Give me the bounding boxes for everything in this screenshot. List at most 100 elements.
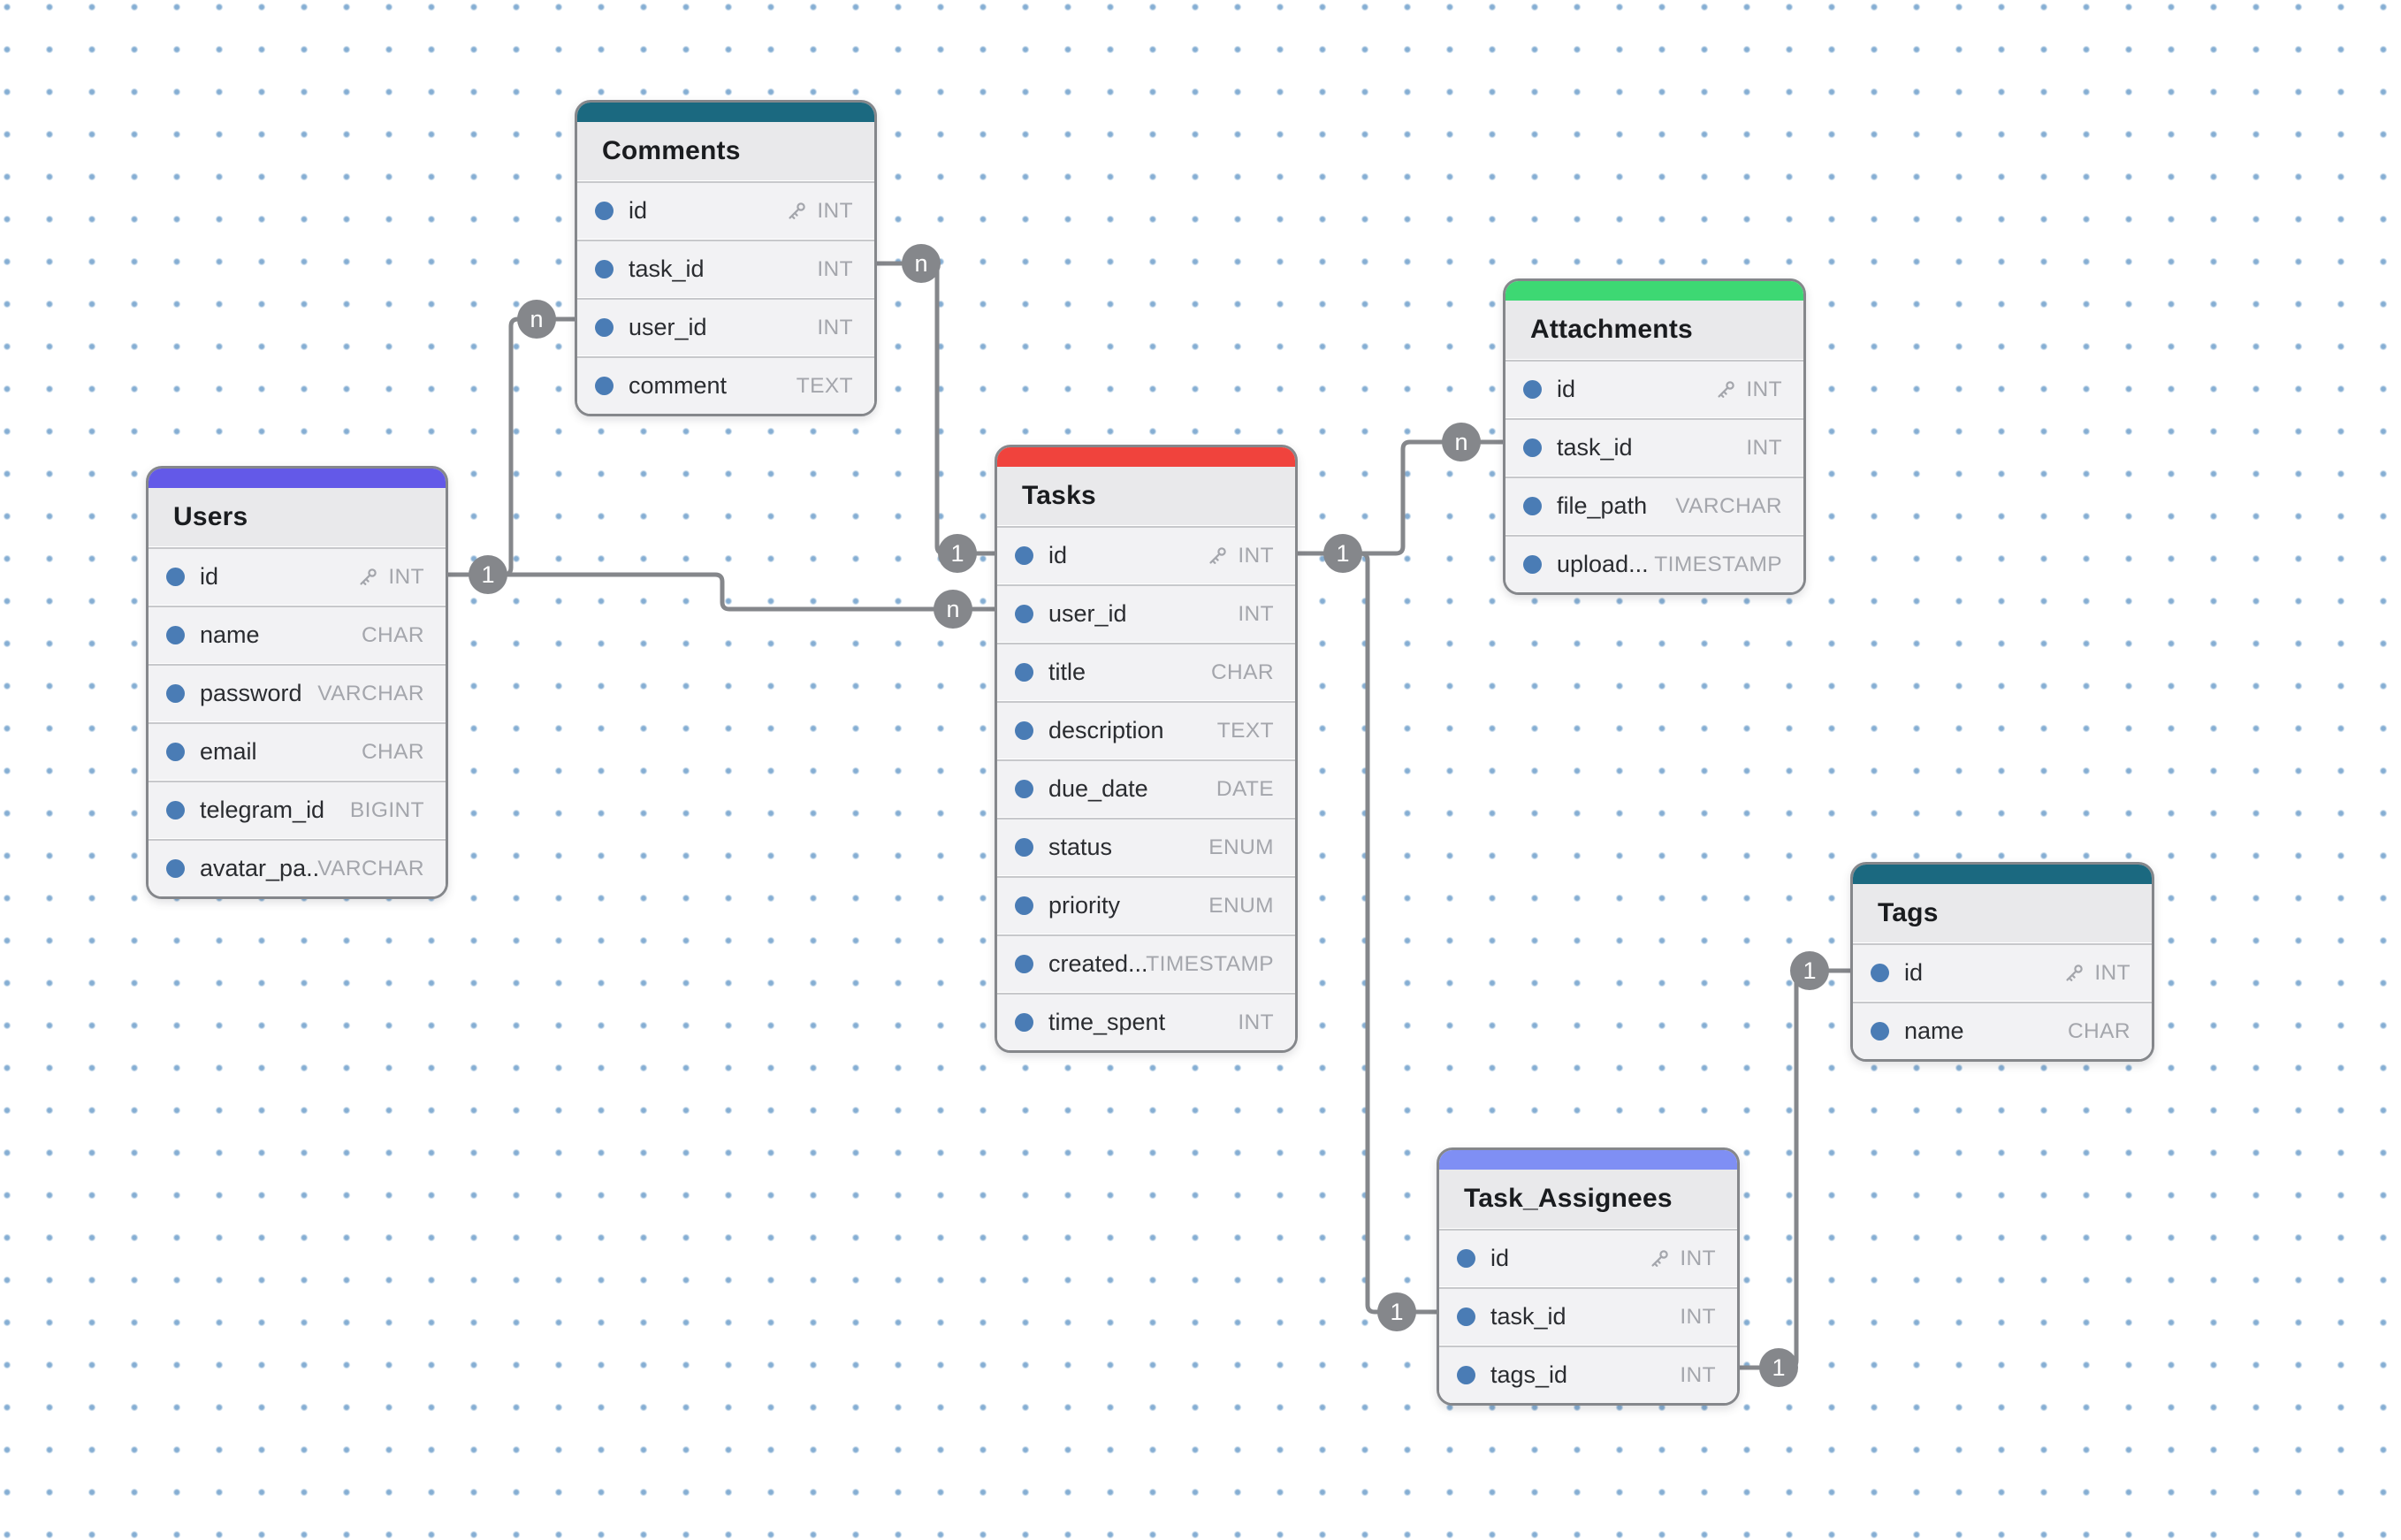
field-row-users-avatar_pa[interactable]: avatar_pa...VARCHAR [149, 839, 446, 896]
cardinality-badge-label: n [914, 250, 927, 277]
field-type: VARCHAR [1675, 494, 1782, 519]
relationship-line-tasks-attachments[interactable] [1298, 439, 1503, 556]
field-name: title [1048, 659, 1086, 685]
field-type-label: INT [1746, 377, 1782, 401]
field-type-label: VARCHAR [317, 681, 424, 705]
field-name: id [1490, 1245, 1510, 1271]
primary-key-icon [1718, 380, 1735, 398]
field-type: CHAR [362, 623, 424, 648]
field-bullet-icon [1457, 1249, 1475, 1268]
field-bullet-icon [1871, 964, 1889, 982]
field-row-attachments-upload[interactable]: upload...TIMESTAMP [1505, 535, 1803, 592]
field-type: CHAR [1211, 660, 1274, 685]
field-row-tags-name[interactable]: name CHAR [1853, 1002, 2152, 1059]
field-bullet-icon [166, 859, 185, 878]
field-bullet-icon [1523, 380, 1542, 399]
field-name: id [1048, 542, 1068, 568]
cardinality-badge-label: n [1454, 429, 1467, 455]
field-type: VARCHAR [317, 682, 424, 706]
field-type: ENUM [1208, 835, 1274, 860]
field-bullet-icon [166, 684, 185, 703]
relationship-line-users-tasks[interactable] [448, 572, 995, 612]
field-type: INT [1238, 602, 1274, 627]
field-type-label: INT [817, 256, 853, 281]
cardinality-badge: n [934, 590, 972, 629]
field-name: id [629, 197, 648, 224]
field-type-label: TEXT [796, 373, 853, 398]
field-type: BIGINT [350, 798, 424, 823]
field-row-tasks-title[interactable]: title CHAR [997, 643, 1295, 700]
primary-key-icon [2066, 964, 2084, 981]
field-name: id [200, 563, 219, 590]
field-bullet-icon [1015, 1013, 1033, 1032]
field-bullet-icon [166, 743, 185, 761]
field-name: task_id [1490, 1303, 1566, 1330]
field-type-label: INT [1680, 1246, 1716, 1270]
field-row-tasks-due_date[interactable]: due_date DATE [997, 759, 1295, 817]
cardinality-badge: 1 [1377, 1292, 1416, 1331]
primary-key-icon [789, 202, 806, 219]
table-title: Task_Assignees [1439, 1170, 1737, 1228]
field-type: TIMESTAMP [1146, 952, 1274, 977]
field-type: TEXT [797, 374, 853, 399]
field-row-users-telegram_id[interactable]: telegram_id BIGINT [149, 781, 446, 838]
cardinality-badge: 1 [938, 534, 977, 573]
field-type-label: INT [817, 315, 853, 339]
relationship-line-users-comments[interactable] [448, 316, 575, 577]
relationship-line-tasks-comments[interactable] [877, 261, 995, 556]
field-type: TIMESTAMP [1654, 553, 1782, 577]
relationship-line-tasks-task_assignees[interactable] [1298, 551, 1437, 1315]
table-title: Tags [1853, 884, 2152, 942]
relationship-line-tags-task_assignees[interactable] [1740, 968, 1850, 1370]
field-type: DATE [1216, 777, 1274, 802]
cardinality-badge-label: 1 [950, 540, 964, 567]
field-type: CHAR [362, 740, 424, 765]
field-bullet-icon [1015, 663, 1033, 682]
field-type-label: VARCHAR [1675, 493, 1782, 518]
field-name: comment [629, 372, 728, 399]
field-name: telegram_id [200, 797, 325, 823]
field-bullet-icon [1015, 838, 1033, 857]
field-name: due_date [1048, 775, 1148, 802]
field-row-tasks-created[interactable]: created...TIMESTAMP [997, 934, 1295, 992]
table-title: Users [149, 488, 446, 546]
field-row-comments-comment[interactable]: comment TEXT [577, 356, 874, 414]
cardinality-badge-label: 1 [1803, 957, 1816, 984]
field-name: name [1904, 1018, 1964, 1044]
field-type: CHAR [2068, 1019, 2130, 1044]
field-type-label: CHAR [361, 739, 424, 764]
field-bullet-icon [1523, 438, 1542, 457]
field-type-label: INT [1238, 601, 1274, 626]
field-name: description [1048, 717, 1164, 743]
field-bullet-icon [1015, 546, 1033, 565]
field-row-task_assignees-id[interactable]: id INT [1439, 1229, 1737, 1286]
